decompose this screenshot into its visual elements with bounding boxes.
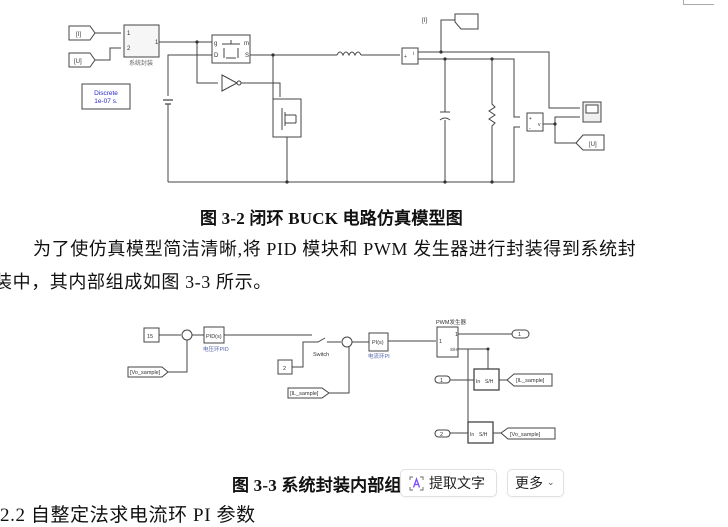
inport-1-label: 1 (440, 378, 443, 384)
text-recognition-icon (409, 475, 424, 491)
sh-il-text: S/H (485, 379, 494, 385)
pwm-in: 1 (439, 339, 442, 345)
outport-1 (511, 329, 530, 339)
goto-tag-i (454, 13, 479, 30)
paragraph-line-2: 装中，其内部组成如图 3-3 所示。 (0, 272, 272, 292)
from-tag-i (68, 25, 96, 41)
chevron-down-icon: ⌄ (547, 478, 555, 488)
from-vo-sample (127, 366, 169, 378)
pwm-out2: S/H (450, 347, 458, 352)
mosfet-port-m: m (244, 41, 249, 47)
current-meter-plus: + (404, 54, 407, 60)
more-label: 更多 (515, 476, 543, 492)
inductor (336, 51, 362, 57)
goto-il-sample (506, 373, 553, 387)
figure-3-2-buck-model: [I] [U] 1 2 1 系统封装 g m D S [I] [U] + i +… (68, 13, 605, 184)
goto-il-label: [IL_sample] (516, 378, 545, 384)
voltage-meter-out: v (538, 122, 541, 128)
page-corner-mark (683, 0, 714, 5)
from-tag-u-label: [U] (74, 59, 82, 65)
not-gate (221, 74, 239, 92)
subsystem-in2: 2 (127, 46, 131, 52)
from-il-sample (287, 387, 330, 399)
from-il-label: [IL_sample] (290, 391, 319, 397)
subsystem-label: 系统封装 (129, 59, 153, 67)
solver-type: Discrete (94, 90, 118, 97)
from-vo-label: [Vo_sample] (130, 370, 161, 376)
voltage-meter (526, 112, 544, 132)
pwm-out1: 1 (455, 332, 458, 338)
constant-15-label: 15 (147, 334, 153, 340)
subsystem-block[interactable] (123, 24, 160, 58)
goto-i-label: [I] (422, 18, 427, 24)
powergui-block[interactable] (81, 83, 131, 110)
mosfet-port-s: S (245, 53, 249, 59)
from-tag-i-label: [I] (76, 32, 81, 38)
goto-u-label: [U] (589, 142, 597, 148)
figure-3-2-caption: 图 3-2 闭环 BUCK 电路仿真模型图 (200, 209, 463, 228)
pwm-label: PWM发生器 (436, 318, 466, 326)
more-button[interactable]: 更多 ⌄ (507, 469, 564, 497)
sh-il-in: In (476, 379, 480, 385)
pid-label: 电压环PID (203, 345, 229, 353)
switch-block[interactable] (312, 337, 341, 343)
resistor (488, 59, 496, 182)
figure-3-3-caption: 图 3-3 系统封装内部组 (232, 476, 402, 495)
goto-vo-label: [Vo_sample] (510, 432, 541, 438)
outport-1-label: 1 (518, 332, 521, 338)
pi-text: PI(s) (372, 340, 384, 346)
from-tag-u (68, 52, 96, 68)
pi-label: 电流环PI (368, 352, 390, 360)
inport-2-label: 2 (440, 432, 443, 438)
subsystem-in1: 1 (127, 31, 131, 37)
goto-vo-sample (500, 427, 556, 440)
sh-vo-text: S/H (479, 432, 488, 438)
pwm-generator-block[interactable] (436, 326, 459, 358)
pi-block[interactable] (368, 332, 389, 352)
sum-block-2 (341, 336, 353, 348)
sum-block-1 (181, 329, 193, 341)
extract-text-label: 提取文字 (429, 476, 485, 492)
current-meter-out: i (413, 51, 414, 57)
current-meter (401, 47, 419, 65)
voltage-meter-plus: + (529, 116, 532, 122)
switch-label: Switch (313, 352, 329, 358)
goto-tag-u (575, 134, 605, 151)
capacitor (439, 59, 451, 182)
extract-text-button[interactable]: 提取文字 (400, 469, 497, 497)
mosfet-port-g: g (214, 41, 217, 47)
mosfet-port-d: D (214, 53, 219, 59)
paragraph-line-1: 为了使仿真模型简洁清晰,将 PID 模块和 PWM 发生器进行封装得到系统封 (33, 239, 637, 259)
sh-vo-in: In (470, 432, 474, 438)
voltage-meter-minus: - (529, 126, 531, 132)
figure-3-3-subsystem-internals: 15 2 PID(s) 电压环PID PI(s) 电流环PI Switch [V… (127, 318, 556, 444)
subsystem-out1: 1 (155, 40, 159, 46)
solver-step: 1e-07 s. (94, 98, 118, 105)
next-section-heading: 2.2 自整定法求电流环 PI 参数 (0, 505, 256, 526)
igbt-block[interactable] (272, 98, 302, 138)
constant-2-label: 2 (283, 366, 286, 372)
pid-text: PID(s) (206, 334, 222, 340)
